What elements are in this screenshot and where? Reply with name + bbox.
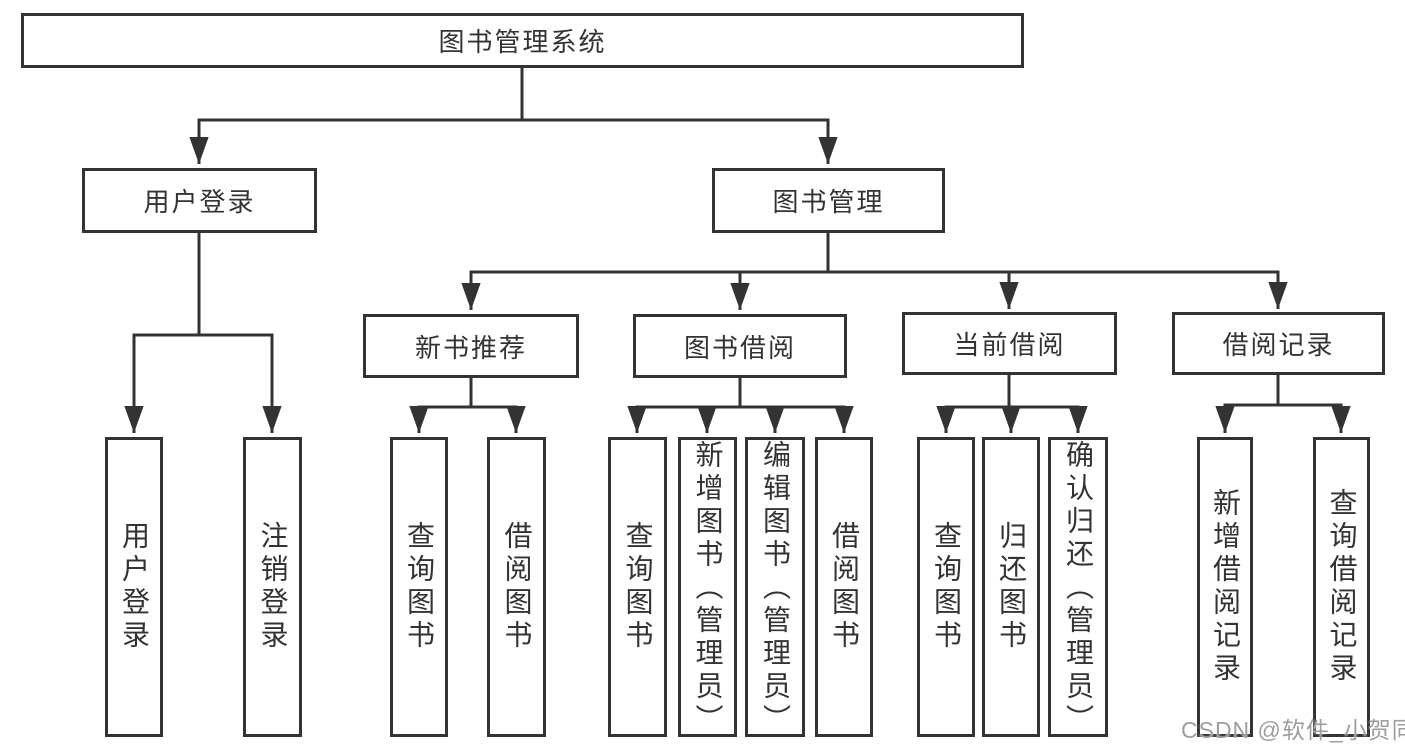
node-root-library-management-system: 图书管理系统 bbox=[21, 13, 1024, 68]
leaf-edit-books-admin: 编辑图书（管理员） bbox=[745, 437, 805, 737]
node-current-borrowing-label: 当前借阅 bbox=[953, 330, 1066, 360]
node-user-login: 用户登录 bbox=[82, 168, 317, 233]
leaf-return-books-label: 归还图书 bbox=[996, 521, 1027, 653]
leaf-add-books-admin: 新增图书（管理员） bbox=[678, 437, 737, 737]
leaf-query-books-label: 查询图书 bbox=[931, 521, 962, 653]
leaf-query-borrow-record-label: 查询借阅记录 bbox=[1326, 488, 1358, 686]
node-book-management: 图书管理 bbox=[712, 168, 945, 233]
leaf-logout-label: 注销登录 bbox=[257, 521, 289, 653]
leaf-query-books-label: 查询图书 bbox=[622, 521, 654, 653]
connector-user-login-children bbox=[124, 233, 282, 433]
leaf-add-books-admin-label: 新增图书（管理员） bbox=[692, 440, 724, 737]
leaf-add-borrow-record-label: 新增借阅记录 bbox=[1210, 488, 1241, 686]
leaf-borrow-books-under-borrowing: 借阅图书 bbox=[815, 437, 873, 737]
leaf-logout: 注销登录 bbox=[243, 437, 302, 737]
node-borrowing-records-label: 借阅记录 bbox=[1222, 330, 1335, 360]
node-root-label: 图书管理系统 bbox=[438, 27, 607, 57]
leaf-user-login-label: 用户登录 bbox=[119, 521, 150, 653]
csdn-watermark: CSDN @软件_小贺同学 bbox=[1181, 717, 1405, 743]
connector-book-borrowing-children bbox=[627, 378, 854, 433]
node-book-borrowing: 图书借阅 bbox=[633, 314, 847, 378]
node-book-management-label: 图书管理 bbox=[772, 187, 885, 217]
leaf-query-books-under-new-book: 查询图书 bbox=[390, 437, 448, 737]
leaf-return-books: 归还图书 bbox=[982, 437, 1040, 737]
leaf-borrow-books-label: 借阅图书 bbox=[501, 521, 533, 653]
node-new-book-recommendation-label: 新书推荐 bbox=[414, 332, 527, 363]
node-borrowing-records: 借阅记录 bbox=[1172, 312, 1385, 375]
node-current-borrowing: 当前借阅 bbox=[902, 312, 1117, 375]
leaf-query-books-label: 查询图书 bbox=[404, 521, 435, 653]
leaf-query-books-under-current: 查询图书 bbox=[917, 437, 975, 737]
node-book-borrowing-label: 图书借阅 bbox=[683, 332, 796, 363]
connector-book-management-children bbox=[461, 233, 1288, 310]
leaf-borrow-books-under-new-book: 借阅图书 bbox=[487, 437, 546, 737]
connector-borrowing-records-children bbox=[1215, 375, 1351, 433]
connector-new-book-children bbox=[409, 378, 526, 433]
leaf-query-books-under-borrowing: 查询图书 bbox=[608, 437, 667, 737]
leaf-user-login: 用户登录 bbox=[105, 437, 163, 737]
leaf-edit-books-admin-label: 编辑图书（管理员） bbox=[760, 440, 791, 737]
node-user-login-label: 用户登录 bbox=[143, 187, 256, 217]
connector-current-borrowing-children bbox=[936, 375, 1088, 433]
leaf-borrow-books-label: 借阅图书 bbox=[829, 521, 860, 653]
leaf-confirm-return-admin: 确认归还（管理员） bbox=[1048, 437, 1108, 737]
leaf-confirm-return-admin-label: 确认归还（管理员） bbox=[1063, 440, 1094, 737]
leaf-add-borrow-record: 新增借阅记录 bbox=[1197, 437, 1253, 737]
connector-root-to-level2 bbox=[189, 68, 838, 164]
leaf-query-borrow-record: 查询借阅记录 bbox=[1313, 437, 1370, 737]
node-new-book-recommendation: 新书推荐 bbox=[363, 314, 579, 378]
